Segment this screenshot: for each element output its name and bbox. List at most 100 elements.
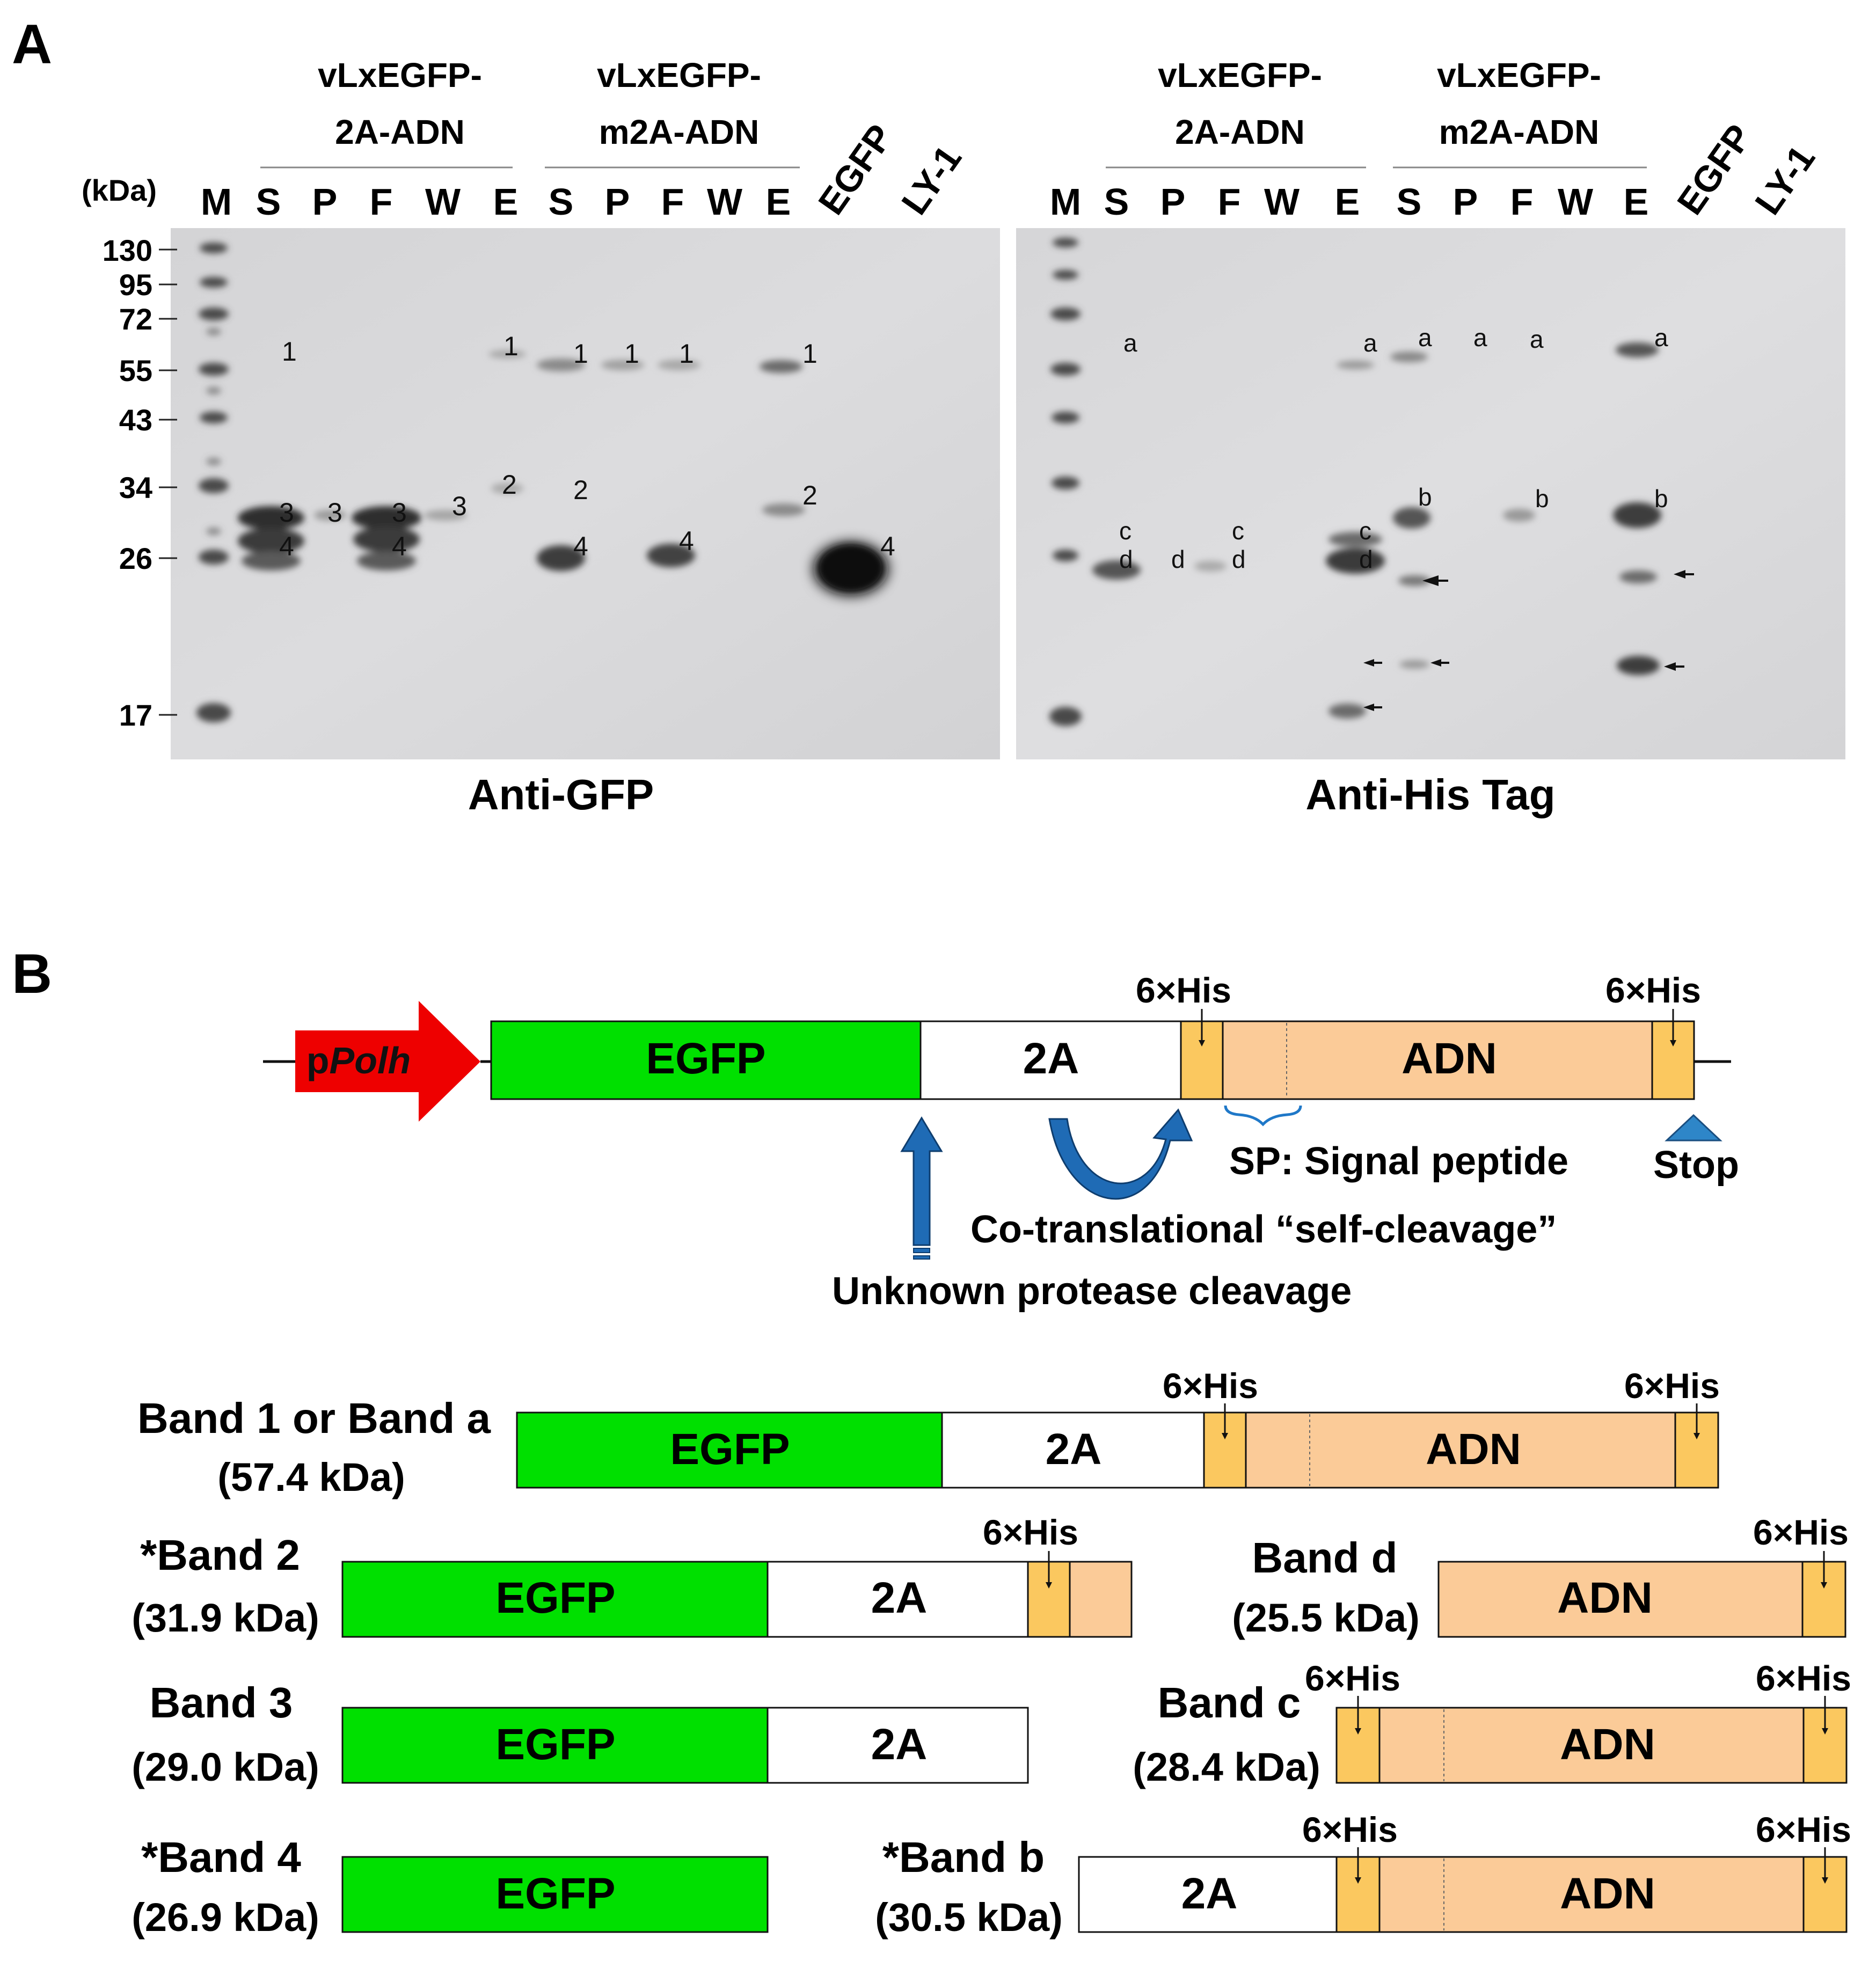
anti-his-caption: Anti-His Tag (1305, 771, 1555, 818)
segment-2a: 2A (871, 1720, 928, 1769)
band-arrow-icon (1363, 704, 1374, 711)
right-band-label: a (1654, 324, 1668, 352)
right-group1-title-line1: vLxEGFP- (1158, 56, 1322, 94)
right-band-label: d (1119, 545, 1133, 573)
left-group1-title-line2: 2A-ADN (335, 113, 465, 151)
right-group2-title-line1: vLxEGFP- (1437, 56, 1601, 94)
left-lane-e1: E (493, 181, 519, 223)
right-band-label: a (1473, 324, 1487, 352)
left-band-label: 1 (679, 339, 694, 369)
left-lane-egfp: EGFP (811, 117, 901, 222)
right-band-label: a (1363, 329, 1377, 357)
left-lane-s2: S (549, 181, 574, 223)
left-band-label: 2 (802, 480, 817, 510)
right-lane-f2: F (1510, 181, 1534, 223)
twoa-label: 2A (1023, 1034, 1079, 1083)
adn-label: ADN (1401, 1034, 1497, 1083)
left-lane-p1: P (312, 181, 338, 223)
right-lane-e1: E (1335, 181, 1360, 223)
marker-labels: 130 95 72 55 43 34 26 17 (103, 233, 152, 732)
band-mw: (30.5 kDa) (875, 1895, 1063, 1940)
band-name: Band 1 or Band a (137, 1394, 491, 1442)
right-lane-p2: P (1453, 181, 1478, 223)
segment-2a: 2A (1046, 1425, 1102, 1474)
band-mw: (57.4 kDa) (217, 1455, 405, 1499)
right-lane-w1: W (1264, 181, 1300, 223)
band-mw: (29.0 kDa) (132, 1745, 319, 1789)
left-band-label: 2 (502, 470, 517, 500)
left-band-label: 4 (279, 531, 294, 561)
band-arrow-icon (1664, 662, 1676, 671)
ladder-left (196, 243, 231, 722)
kda-unit-label: (kDa) (82, 173, 157, 207)
anti-gfp-caption: Anti-GFP (468, 771, 654, 818)
left-band-label: 3 (392, 498, 407, 528)
right-lane-s2: S (1397, 181, 1422, 223)
promoter-label: pPolh (306, 1040, 411, 1081)
left-band-label: 3 (279, 498, 294, 528)
left-group2-title-line2: m2A-ADN (599, 113, 760, 151)
band-name: *Band 4 (141, 1833, 301, 1881)
left-band-label: 3 (327, 498, 342, 528)
marker-95: 95 (119, 268, 152, 302)
ladder-right (1049, 238, 1082, 726)
right-band-label: d (1359, 545, 1373, 573)
left-lane-m: M (201, 181, 232, 223)
twoa-segment (919, 1020, 1182, 1100)
his-label: 6×His (983, 1512, 1078, 1552)
his-label-top-left: 6×His (1136, 970, 1231, 1010)
left-band-label: 1 (282, 336, 297, 367)
marker-43: 43 (119, 403, 152, 437)
marker-72: 72 (119, 302, 152, 336)
segment-2a: 2A (871, 1574, 928, 1622)
adn-segment (1222, 1020, 1653, 1100)
marker-17: 17 (119, 698, 152, 732)
his-label: 6×His (1753, 1512, 1849, 1552)
his-label: 6×His (1305, 1658, 1400, 1698)
right-group1-title-line2: 2A-ADN (1175, 113, 1305, 151)
left-band-label: 4 (392, 531, 407, 561)
segment-egfp: EGFP (495, 1720, 615, 1769)
right-lane-egfp: EGFP (1669, 117, 1760, 222)
band-mw: (26.9 kDa) (132, 1895, 319, 1940)
band-c-diagram: Band c (28.4 kDa) ADN 6×His 6×His (1133, 1658, 1851, 1789)
right-band-label: c (1359, 517, 1371, 545)
left-band-label: 4 (573, 531, 588, 561)
left-band-label: 1 (802, 339, 817, 369)
segment-adn: ADN (1560, 1720, 1655, 1769)
left-band-labels: 1 1 1 1 1 1 2 2 2 3 3 3 3 4 4 4 4 4 (279, 331, 895, 561)
band-4-diagram: *Band 4 (26.9 kDa) EGFP (132, 1833, 769, 1940)
anti-his-blot (1016, 228, 1845, 759)
right-lane-m: M (1050, 181, 1081, 223)
his-label: 6×His (1756, 1658, 1851, 1698)
left-lane-f1: F (370, 181, 393, 223)
band-arrow-icon (1363, 659, 1374, 667)
band-name: Band d (1252, 1534, 1397, 1582)
band-arrow-icon (1422, 575, 1439, 586)
band-arrow-icon (1674, 570, 1685, 579)
left-band-label: 3 (452, 491, 467, 521)
egfp-segment (490, 1020, 922, 1100)
marker-55: 55 (119, 354, 152, 387)
band-name: *Band b (882, 1833, 1045, 1881)
protease-label: Unknown protease cleavage (832, 1270, 1352, 1313)
right-band-label: b (1535, 485, 1549, 513)
right-lane-f1: F (1218, 181, 1241, 223)
left-lane-e2: E (766, 181, 791, 223)
right-band-label: a (1418, 324, 1432, 352)
his-label-top-right: 6×His (1605, 970, 1701, 1010)
left-band-label: 4 (880, 531, 895, 561)
right-band-label: d (1232, 545, 1246, 573)
left-band-label: 1 (624, 339, 639, 369)
marker-130: 130 (103, 233, 152, 267)
right-band-label: b (1418, 483, 1432, 511)
band-name: Band 3 (150, 1679, 293, 1726)
band-1a-diagram: Band 1 or Band a (57.4 kDa) EGFP 2A ADN … (137, 1366, 1720, 1499)
his-label: 6×His (1163, 1366, 1258, 1406)
marker-34: 34 (119, 471, 152, 504)
left-band-label: 2 (573, 475, 588, 505)
left-lane-w2: W (707, 181, 742, 223)
band-mw: (31.9 kDa) (132, 1596, 319, 1640)
anti-gfp-blot (171, 228, 1000, 759)
